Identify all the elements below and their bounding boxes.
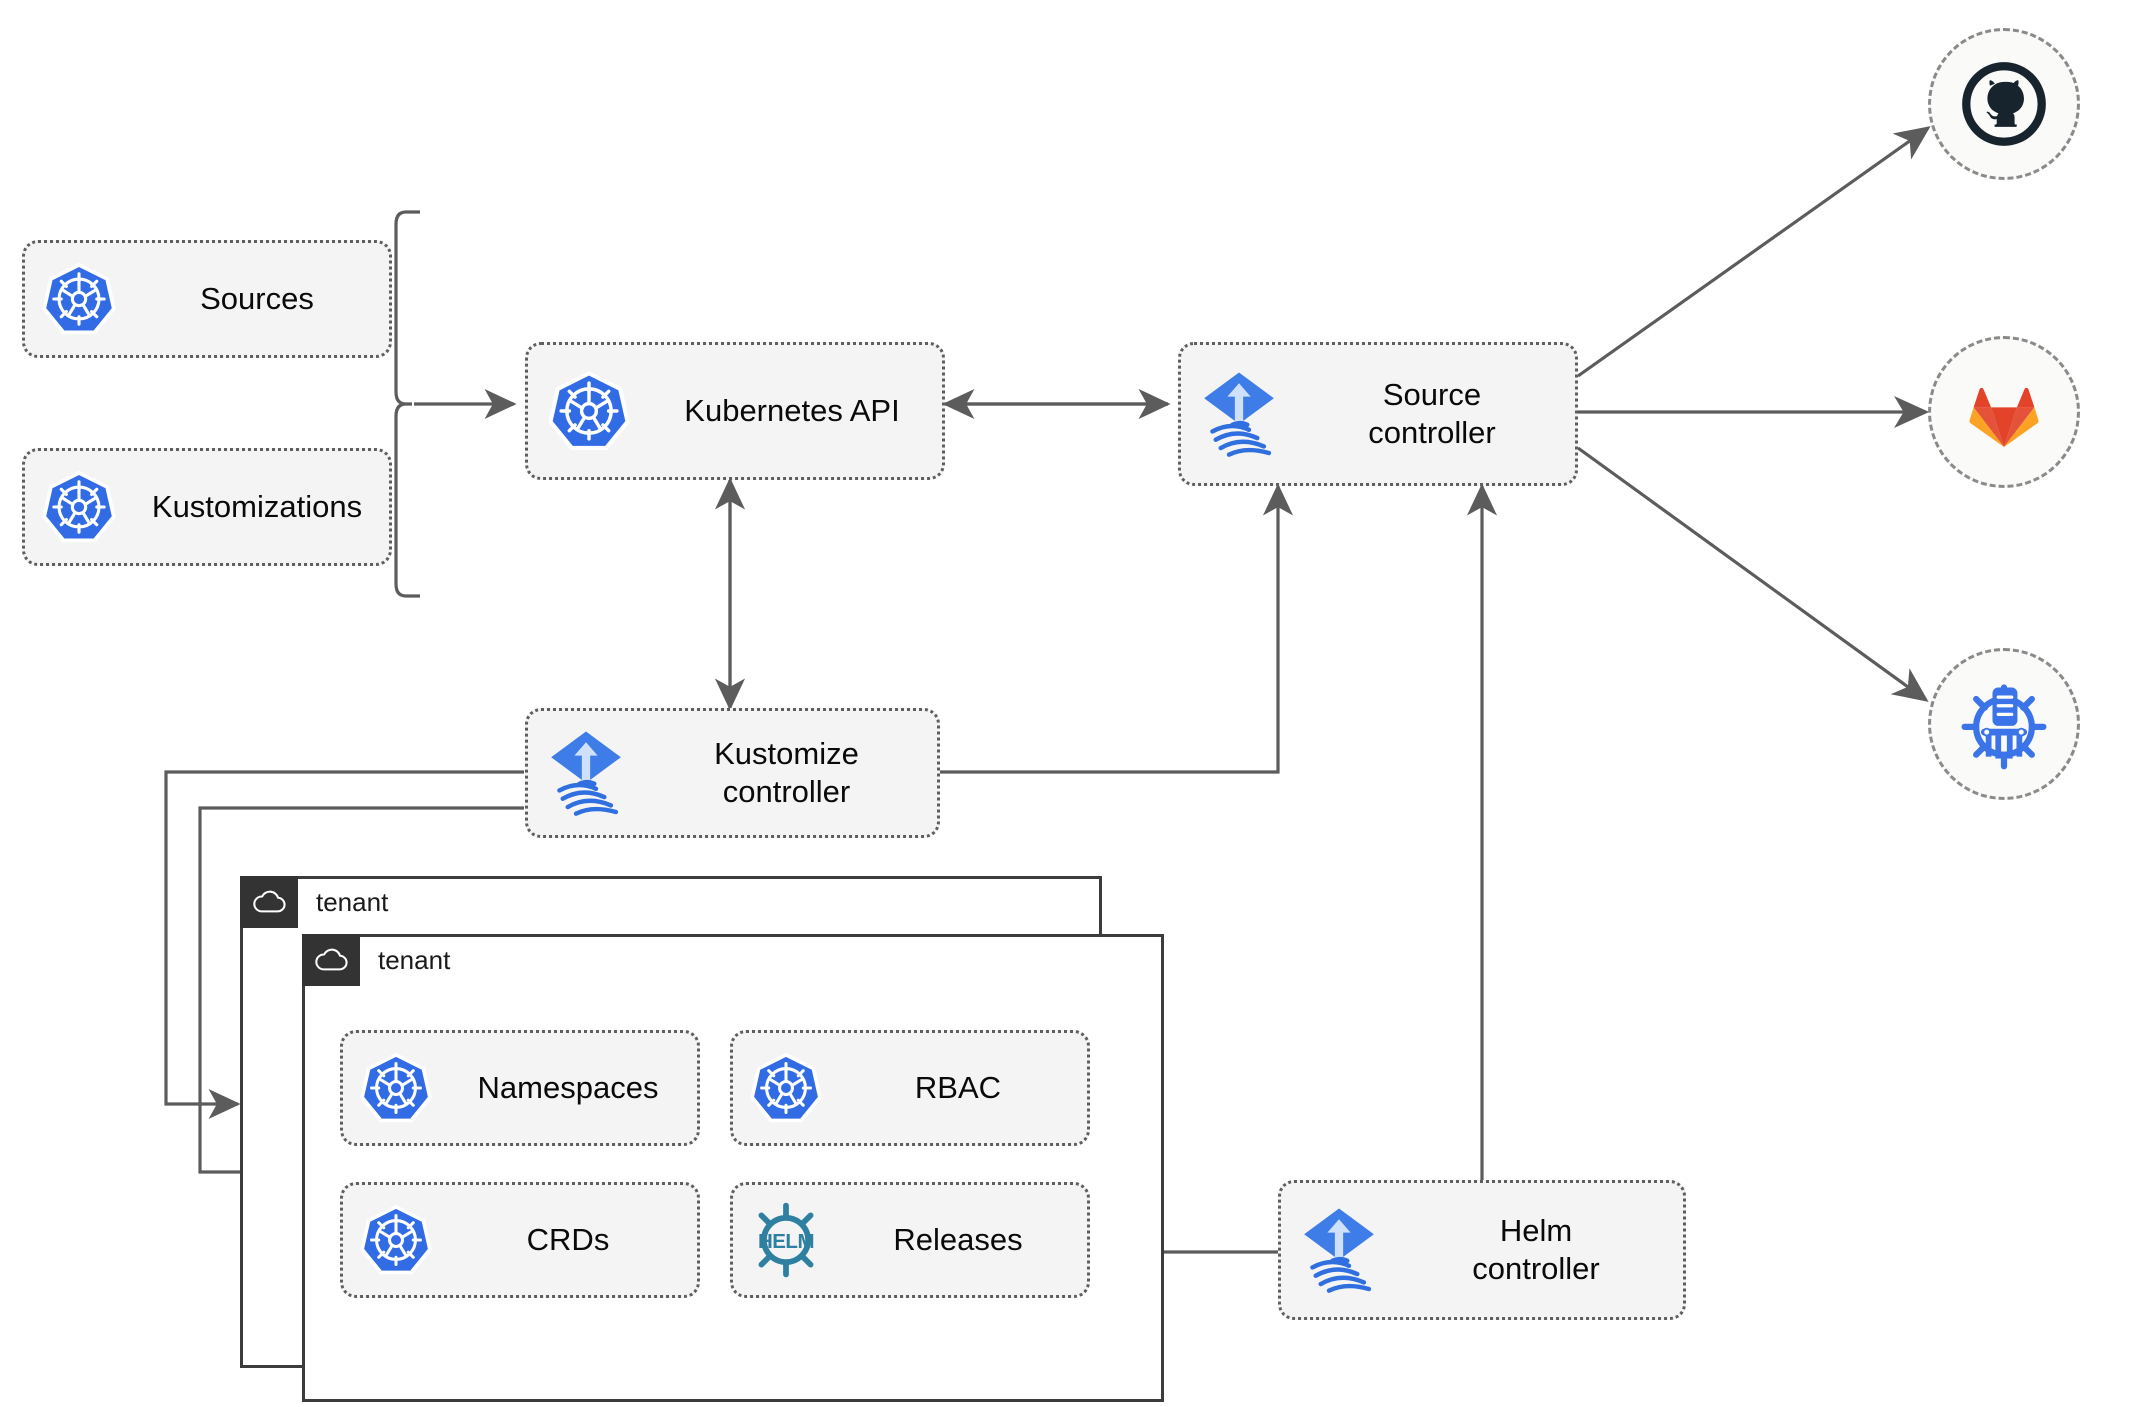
cloud-icon — [302, 934, 360, 986]
external-source-github[interactable] — [1928, 28, 2080, 180]
tenant-label-outer: tenant — [316, 886, 389, 917]
kubernetes-icon — [343, 1204, 449, 1276]
flux-icon — [1281, 1206, 1397, 1294]
node-kubernetes-api[interactable]: Kubernetes API — [525, 342, 945, 480]
external-source-gitlab[interactable] — [1928, 336, 2080, 488]
node-sources[interactable]: Sources — [22, 240, 392, 358]
flux-icon — [1181, 370, 1297, 458]
helm-repository-icon — [1961, 684, 2047, 770]
node-kustomizations-label: Kustomizations — [151, 489, 363, 525]
helm-icon: HELM — [733, 1199, 839, 1281]
resource-namespaces-label: Namespaces — [477, 1070, 659, 1105]
tenant-header-inner: tenant — [302, 934, 450, 986]
kubernetes-icon — [528, 370, 650, 452]
github-icon — [1962, 62, 2046, 146]
node-source-controller-label: Source controller — [1368, 377, 1496, 450]
kubernetes-icon — [25, 470, 133, 544]
node-kustomize-controller-label: Kustomize controller — [714, 736, 859, 809]
kubernetes-icon — [25, 262, 133, 336]
resource-crds-label: CRDs — [526, 1222, 610, 1257]
kubernetes-icon — [733, 1052, 839, 1124]
edge-source-to-bucket — [1577, 446, 1929, 702]
node-kustomize-controller[interactable]: Kustomize controller — [525, 708, 940, 838]
external-source-bucket[interactable] — [1928, 648, 2080, 800]
svg-text:HELM: HELM — [758, 1230, 814, 1253]
resource-crds[interactable]: CRDs — [340, 1182, 700, 1298]
cloud-icon — [240, 876, 298, 928]
tenant-header-outer: tenant — [240, 876, 388, 928]
node-kubernetes-api-label: Kubernetes API — [684, 393, 900, 429]
resource-namespaces[interactable]: Namespaces — [340, 1030, 700, 1146]
node-helm-controller[interactable]: Helm controller — [1278, 1180, 1686, 1320]
tenant-label-inner: tenant — [378, 944, 451, 975]
node-kustomizations[interactable]: Kustomizations — [22, 448, 392, 566]
node-source-controller[interactable]: Source controller — [1178, 342, 1578, 486]
edge-source-to-github — [1577, 126, 1931, 378]
gitlab-icon — [1969, 387, 2039, 447]
resource-releases[interactable]: HELM Releases — [730, 1182, 1090, 1298]
resource-releases-label: Releases — [893, 1222, 1023, 1257]
flux-icon — [528, 729, 644, 817]
resource-rbac-label: RBAC — [914, 1070, 1002, 1105]
cr-bracket — [394, 210, 420, 598]
node-sources-label: Sources — [200, 281, 314, 317]
resource-rbac[interactable]: RBAC — [730, 1030, 1090, 1146]
node-helm-controller-label: Helm controller — [1472, 1213, 1600, 1286]
kubernetes-icon — [343, 1052, 449, 1124]
edge-kustomize-to-source — [938, 483, 1294, 774]
tenant-container-inner[interactable]: tenant — [302, 934, 1164, 1402]
